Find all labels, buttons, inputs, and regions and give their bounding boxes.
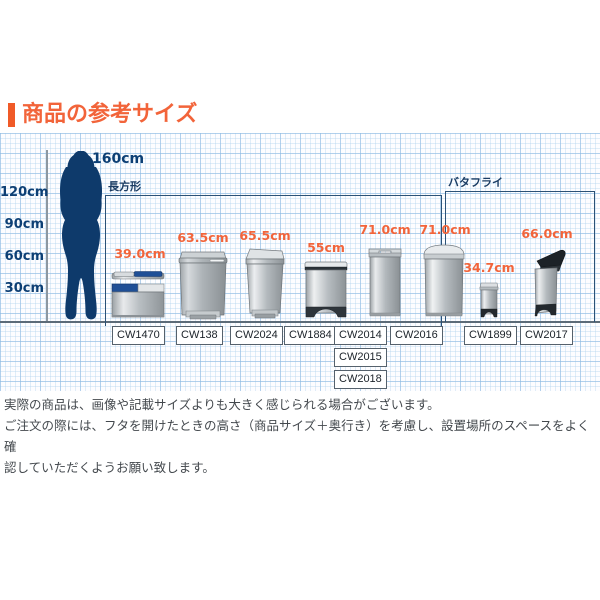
disclaimer-notes: 実際の商品は、画像や記載サイズよりも大きく感じられる場合がございます。 ご注文の…: [4, 394, 596, 478]
product-cw2017: 66.0cm: [516, 225, 578, 322]
size-label-cw138: 63.5cm: [177, 229, 229, 245]
category-label-butterfly: バタフライ: [448, 176, 503, 189]
product-cw2016: 71.0cm: [414, 221, 476, 322]
size-comparison-chart: 120cm 90cm 60cm 30cm 160cm 長方形 バタフライ 39.…: [0, 133, 600, 391]
ruler-tick-120cm: 120cm: [0, 185, 49, 200]
product-cw2014: 71.0cm: [356, 221, 414, 322]
code-tag-cw138: CW138: [176, 326, 223, 345]
note-line-2: ご注文の際には、フタを開けたときの高さ（商品サイズ＋奥行き）を考慮し、設置場所の…: [4, 418, 590, 454]
section-title: 商品の参考サイズ: [8, 101, 197, 129]
code-tag-cw2015: CW2015: [334, 348, 387, 367]
product-cw1884: 55cm: [296, 239, 356, 322]
code-tag-cw2014: CW2014: [334, 326, 387, 345]
product-cw1899: 34.7cm: [463, 259, 515, 322]
size-label-cw1470: 39.0cm: [114, 245, 166, 261]
code-stack-cw2016: CW2016: [390, 326, 443, 345]
note-line-3: 認していただくようお願い致します。: [4, 460, 215, 475]
person-silhouette: [52, 150, 110, 321]
code-tag-cw1899: CW1899: [464, 326, 517, 345]
product-image-cw2014: [362, 241, 408, 321]
code-tag-cw2017: CW2017: [520, 326, 573, 345]
product-cw138: 63.5cm: [172, 229, 234, 322]
product-image-cw1899: [474, 279, 504, 321]
code-stack-cw2014: CW2014 CW2015 CW2018: [334, 326, 387, 389]
code-stack-cw1884: CW1884: [284, 326, 337, 345]
ruler-tick-60cm: 60cm: [4, 249, 44, 264]
size-label-cw2024: 65.5cm: [239, 227, 291, 243]
code-tag-cw1470: CW1470: [112, 326, 165, 345]
size-label-cw2016: 71.0cm: [419, 221, 471, 237]
code-tag-cw2016: CW2016: [390, 326, 443, 345]
size-label-cw1884: 55cm: [307, 239, 345, 255]
product-cw1470: 39.0cm: [108, 245, 172, 322]
code-tag-cw2018: CW2018: [334, 370, 387, 389]
code-stack-cw2024: CW2024: [230, 326, 283, 345]
code-tag-cw2024: CW2024: [230, 326, 283, 345]
chart-baseline: [0, 321, 600, 323]
product-image-cw1884: [300, 259, 352, 321]
code-stack-cw2017: CW2017: [520, 326, 573, 345]
product-image-cw1470: [108, 265, 172, 321]
product-image-cw2017: [523, 245, 571, 321]
product-image-cw2024: [238, 247, 292, 321]
code-stack-cw138: CW138: [176, 326, 223, 345]
size-label-cw2017: 66.0cm: [521, 225, 573, 241]
page-title: 商品の参考サイズ: [22, 102, 198, 127]
height-ruler-axis: [46, 150, 48, 321]
size-label-cw1899: 34.7cm: [463, 259, 515, 275]
title-accent-bar: [8, 103, 15, 127]
product-image-cw2016: [418, 241, 472, 321]
product-cw2024: 65.5cm: [234, 227, 296, 322]
note-line-1: 実際の商品は、画像や記載サイズよりも大きく感じられる場合がございます。: [4, 397, 440, 412]
category-label-rectangular: 長方形: [108, 180, 141, 193]
person-height-label: 160cm: [92, 151, 145, 167]
code-stack-cw1470: CW1470: [112, 326, 165, 345]
product-image-cw138: [174, 249, 232, 321]
ruler-tick-30cm: 30cm: [4, 281, 44, 296]
size-label-cw2014: 71.0cm: [359, 221, 411, 237]
code-stack-cw1899: CW1899: [464, 326, 517, 345]
code-tag-cw1884: CW1884: [284, 326, 337, 345]
ruler-tick-90cm: 90cm: [4, 217, 44, 232]
